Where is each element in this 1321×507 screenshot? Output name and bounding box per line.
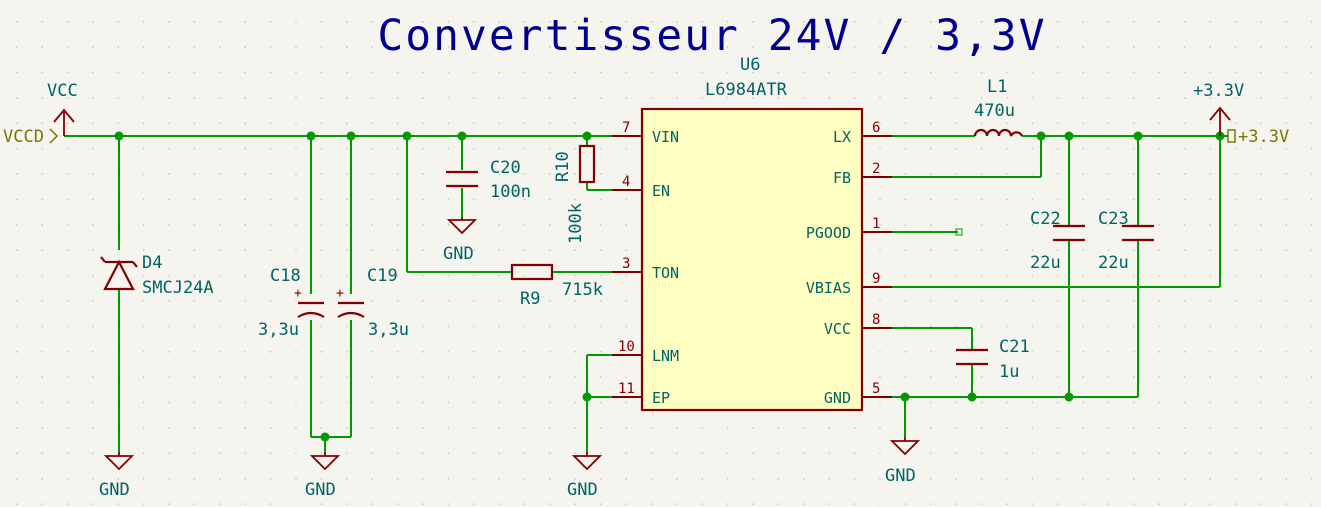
svg-text:715k: 715k (562, 280, 603, 300)
ic-ref: U6 (740, 55, 760, 75)
ic-pin-number: 4 (622, 174, 630, 190)
junctions (114, 131, 1225, 442)
vccd-net-label: VCCD (3, 127, 59, 147)
ic-pin-name: LX (833, 128, 851, 146)
svg-text:C22: C22 (1030, 209, 1061, 229)
ic-pin-number: 2 (872, 161, 880, 177)
ic-pin-number: 3 (622, 256, 630, 272)
gnd-symbol-d4: GND (99, 452, 135, 500)
svg-text:22u: 22u (1098, 253, 1129, 273)
capacitor-c20[interactable]: C20 100n (446, 158, 531, 202)
svg-text:+3.3V: +3.3V (1238, 127, 1289, 147)
svg-text:C19: C19 (367, 266, 398, 286)
inductor-l1[interactable]: L1 470u (973, 77, 1024, 137)
ic-pin-number: 5 (872, 381, 880, 397)
svg-text:1u: 1u (999, 362, 1019, 382)
capacitor-c22[interactable]: C22 22u (1030, 209, 1085, 273)
ic-pin-number: 1 (872, 216, 880, 232)
svg-text:100n: 100n (490, 182, 531, 202)
svg-text:C21: C21 (999, 337, 1030, 357)
svg-text:C23: C23 (1098, 209, 1129, 229)
svg-text:C20: C20 (490, 158, 521, 178)
svg-text:GND: GND (99, 480, 130, 500)
svg-text:3,3u: 3,3u (258, 320, 299, 340)
resistor-r9[interactable]: R9 715k (510, 263, 603, 309)
svg-text:100k: 100k (566, 203, 586, 244)
svg-text:C18: C18 (270, 266, 301, 286)
ic-pin-name: VCC (824, 320, 851, 338)
vcc-power-symbol: VCC (47, 81, 78, 136)
ic-pin-name: VIN (652, 128, 679, 146)
ic-pin-lx[interactable]: 6LX (833, 120, 892, 146)
svg-text:GND: GND (443, 244, 474, 264)
resistor-r10[interactable]: R10 100k (553, 144, 596, 244)
sheet-title: Convertisseur 24V / 3,3V (377, 11, 1046, 61)
plus33-power-symbol: +3.3V (1193, 81, 1244, 136)
ic-pin-number: 7 (622, 120, 630, 136)
plus33-net-label: +3.3V (1227, 127, 1289, 147)
svg-text:VCC: VCC (47, 81, 78, 101)
ic-pin-name: VBIAS (806, 279, 851, 297)
svg-text:GND: GND (885, 466, 916, 486)
ic-pin-number: 10 (618, 339, 635, 355)
ic-pin-name: PGOOD (806, 224, 851, 242)
capacitor-c23[interactable]: C23 22u (1098, 209, 1154, 273)
svg-text:+: + (336, 286, 344, 301)
svg-text:470u: 470u (974, 101, 1015, 121)
svg-text:3,3u: 3,3u (368, 320, 409, 340)
svg-text:GND: GND (567, 480, 598, 500)
ic-pin-name: EN (652, 182, 670, 200)
svg-text:+: + (294, 286, 302, 301)
svg-text:R9: R9 (520, 289, 540, 309)
ic-pin-number: 8 (872, 312, 880, 328)
ic-pin-number: 6 (872, 120, 880, 136)
ic-pin-name: EP (652, 389, 670, 407)
svg-text:SMCJ24A: SMCJ24A (142, 278, 214, 298)
diode-d4[interactable]: D4 SMCJ24A (100, 250, 214, 298)
svg-text:VCCD: VCCD (3, 127, 44, 147)
svg-text:+3.3V: +3.3V (1193, 81, 1244, 101)
svg-text:R10: R10 (553, 151, 573, 182)
svg-text:22u: 22u (1030, 253, 1061, 273)
gnd-symbol-c20: GND (443, 218, 478, 264)
capacitor-c21[interactable]: C21 1u (956, 337, 1030, 382)
gnd-symbol-ic: GND (885, 437, 921, 486)
svg-text:D4: D4 (142, 253, 162, 273)
svg-text:L1: L1 (987, 77, 1007, 97)
ic-value: L6984ATR (705, 80, 788, 100)
ic-pin-number: 9 (872, 271, 880, 287)
ic-pin-fb[interactable]: 2FB (833, 161, 892, 187)
ic-pin-number: 11 (618, 381, 635, 397)
ic-pin-name: GND (824, 389, 851, 407)
ic-pin-name: TON (652, 264, 679, 282)
gnd-symbol-ep: GND (567, 452, 603, 500)
svg-text:GND: GND (305, 480, 336, 500)
capacitor-c19[interactable]: + C19 3,3u (336, 266, 409, 340)
ic-pin-name: LNM (652, 347, 679, 365)
capacitor-c18[interactable]: + C18 3,3u (258, 266, 326, 340)
ic-pin-name: FB (833, 169, 851, 187)
gnd-symbol-c18-c19: GND (305, 452, 341, 500)
pgood-open-marker (955, 228, 963, 236)
